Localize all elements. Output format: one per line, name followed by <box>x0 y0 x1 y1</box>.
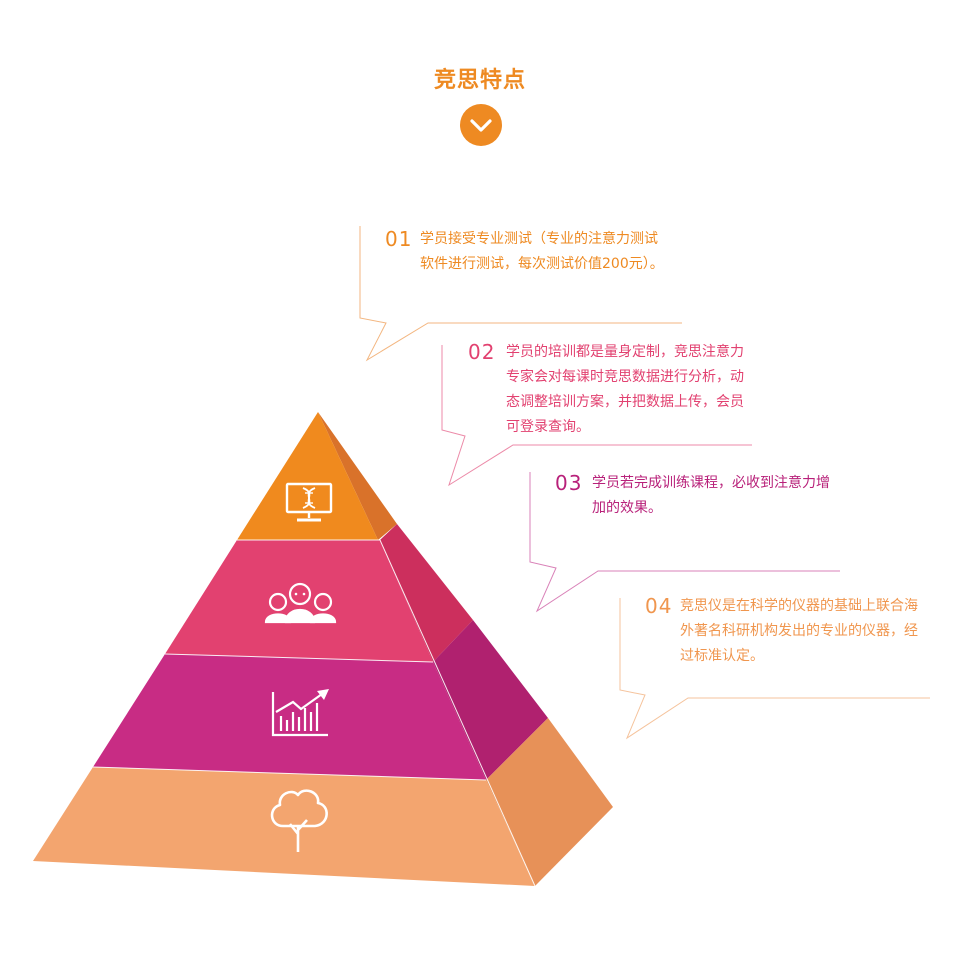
people-group-icon <box>264 582 337 624</box>
pyramid-tier-1-front <box>237 412 378 540</box>
callout-number: 04 <box>645 594 673 618</box>
page-title: 竞思特点 <box>433 68 526 93</box>
callout-text: 竞思仪是在科学的仪器的基础上联合海外著名科研机构发出的专业的仪器，经过标准认定。 <box>680 598 918 664</box>
callout-04: 04 竞思仪是在科学的仪器的基础上联合海外著名科研机构发出的专业的仪器，经过标准… <box>645 594 945 674</box>
callout-line-01 <box>359 226 682 362</box>
tree-icon <box>270 789 328 852</box>
growth-chart-icon <box>271 689 329 737</box>
callout-line-03 <box>529 472 840 613</box>
callout-02: 02 学员的培训都是量身定制，竞思注意力专家会对每课时竞思数据进行分析，动态调整… <box>468 340 768 450</box>
pyramid-tier-2-side <box>380 524 473 662</box>
callout-01: 01 学员接受专业测试（专业的注意力测试软件进行测试，每次测试价值200元）。 <box>385 227 685 307</box>
scroll-down-button[interactable] <box>460 104 502 146</box>
callout-number: 02 <box>468 340 496 364</box>
callout-text: 学员的培训都是量身定制，竞思注意力专家会对每课时竞思数据进行分析，动态调整培训方… <box>506 344 744 435</box>
callout-text: 学员接受专业测试（专业的注意力测试软件进行测试，每次测试价值200元）。 <box>420 231 664 272</box>
callout-number: 01 <box>385 227 413 251</box>
monitor-dna-icon <box>285 482 333 522</box>
pyramid-tier-2-front <box>165 540 433 662</box>
pyramid-tier-3-front <box>93 654 486 780</box>
callout-number: 03 <box>555 471 583 495</box>
pyramid-tier-1-side <box>318 412 397 540</box>
callout-line-04 <box>619 598 930 740</box>
callout-line-02 <box>441 345 752 487</box>
pyramid-tier-4-side <box>486 718 613 886</box>
pyramid-tier-3-side <box>433 620 548 780</box>
chevron-down-icon <box>470 119 492 132</box>
callout-text: 学员若完成训练课程，必收到注意力增加的效果。 <box>592 475 830 516</box>
callout-03: 03 学员若完成训练课程，必收到注意力增加的效果。 <box>555 471 855 531</box>
